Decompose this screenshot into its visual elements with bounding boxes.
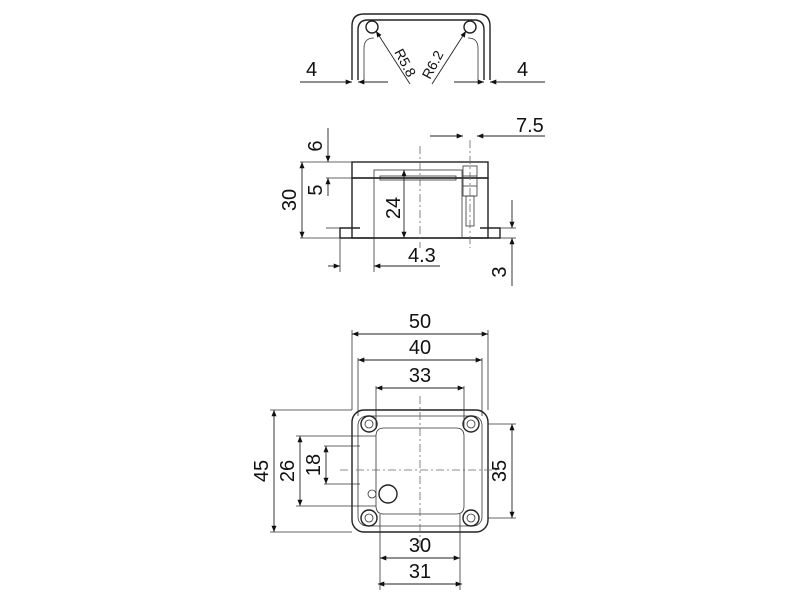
wall-dim-right: 4 bbox=[517, 59, 528, 81]
hole-spacing-top-dim: 33 bbox=[409, 365, 431, 387]
vent-hole bbox=[367, 489, 377, 499]
flange-offset-dim: 4.3 bbox=[408, 245, 436, 267]
flange-thickness-dim: 3 bbox=[489, 266, 511, 277]
radius-label-right: R6.2 bbox=[419, 48, 447, 82]
height-18-dim: 18 bbox=[303, 454, 325, 476]
bottom-width-30-dim: 30 bbox=[409, 535, 431, 557]
radius-label-left: R5.8 bbox=[391, 46, 419, 80]
corner-boss-right bbox=[463, 20, 477, 34]
screw-hole-bottom-left bbox=[360, 509, 378, 527]
overall-height-dim: 45 bbox=[251, 460, 273, 482]
hole-spacing-side-dim: 35 bbox=[489, 460, 511, 482]
mid-width-dim: 40 bbox=[409, 337, 431, 359]
overall-width-dim: 50 bbox=[409, 311, 431, 333]
cable-entry-hole bbox=[378, 484, 398, 504]
plan-view: 50 40 33 30 31 45 26 18 3 bbox=[251, 311, 516, 590]
upper-height-dim: 5 bbox=[305, 184, 327, 195]
screw-head-dim: 7.5 bbox=[516, 115, 544, 137]
height-26-dim: 26 bbox=[277, 460, 299, 482]
side-view: 6 5 30 24 4.3 3 7.5 bbox=[279, 115, 545, 286]
top-view: R5.8 R6.2 4 4 bbox=[300, 13, 545, 85]
screw-hole-top-left bbox=[360, 415, 378, 433]
corner-boss-left bbox=[365, 20, 379, 34]
screw-hole-top-right bbox=[462, 415, 480, 433]
bottom-width-31-dim: 31 bbox=[409, 561, 431, 583]
wall-dim-left: 4 bbox=[306, 59, 317, 81]
lid-height-dim: 6 bbox=[305, 140, 327, 151]
inner-height-dim: 24 bbox=[383, 197, 405, 219]
total-height-dim: 30 bbox=[279, 189, 301, 211]
screw-hole-bottom-right bbox=[462, 509, 480, 527]
